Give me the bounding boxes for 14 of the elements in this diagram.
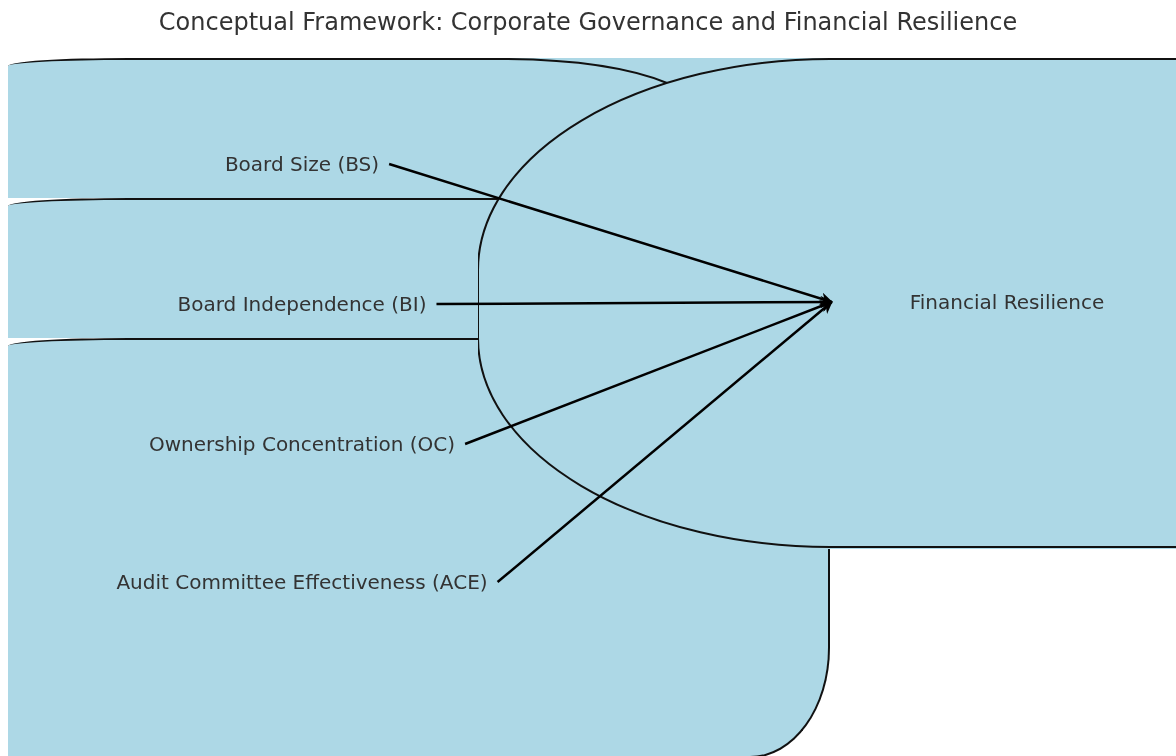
node-label: Ownership Concentration (OC): [148, 432, 456, 456]
node-label: Financial Resilience: [909, 290, 1105, 314]
arrow: [388, 162, 833, 305]
node-label: Audit Committee Effectiveness (ACE): [116, 570, 488, 594]
node-label: Board Independence (BI): [177, 292, 427, 316]
rounded-box: [478, 58, 1176, 549]
rounded-box: [8, 58, 478, 198]
rounded-box: [8, 548, 830, 756]
arrow: [436, 295, 833, 309]
arrow: [496, 301, 833, 583]
diagram-title: Conceptual Framework: Corporate Governance and Financial Resilience: [157, 8, 1019, 36]
node-label: Board Size (BS): [224, 152, 380, 176]
rounded-box: [8, 198, 478, 338]
arrow: [464, 300, 833, 446]
